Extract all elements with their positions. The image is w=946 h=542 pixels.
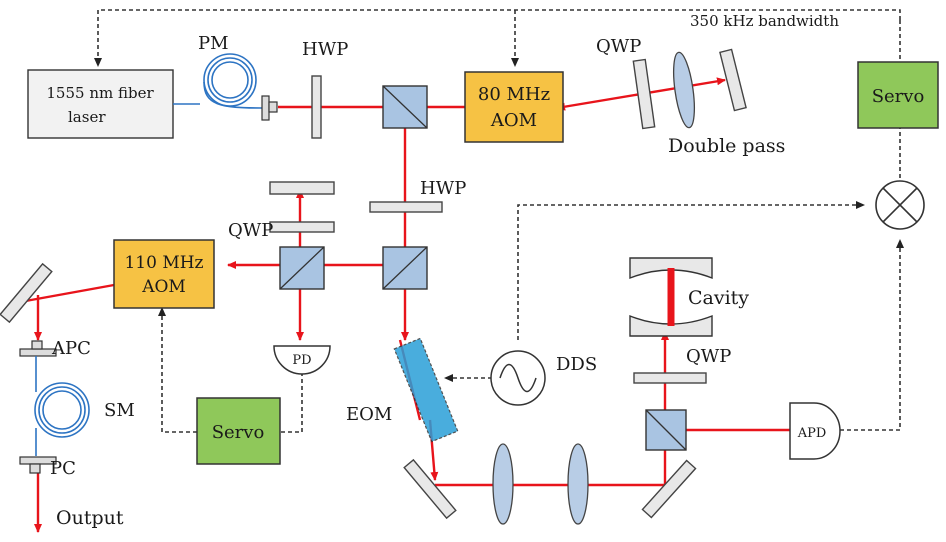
bottom-optics xyxy=(403,443,697,525)
sine-source-icon: DDS xyxy=(490,350,597,406)
qwp-cavity: QWP xyxy=(633,346,731,384)
servo-bottom-label: Servo xyxy=(212,422,265,443)
qwp-left-label: QWP xyxy=(228,220,273,241)
eom: EOM xyxy=(346,337,459,443)
pm-fiber: PM xyxy=(173,33,278,121)
aom-110mhz: 110 MHz AOM xyxy=(113,239,215,309)
aom80-label-line1: 80 MHz xyxy=(478,84,550,105)
fiber-laser: 1555 nm fiber laser xyxy=(27,69,174,139)
aom80-label-line2: AOM xyxy=(490,110,537,131)
hwp-top-label: HWP xyxy=(302,39,348,60)
retro-mirror xyxy=(269,181,335,195)
bandwidth-label: 350 kHz bandwidth xyxy=(690,12,839,30)
hwp-top: HWP xyxy=(302,39,348,139)
pbs-cube-cavity xyxy=(645,409,687,451)
mixer-icon xyxy=(875,180,925,230)
apd-label: APD xyxy=(797,426,827,441)
pd-label: PD xyxy=(292,353,311,368)
laser-label-line1: 1555 nm fiber xyxy=(46,84,154,102)
double-pass-optics: QWP Double pass xyxy=(596,36,785,157)
pm-label: PM xyxy=(198,33,229,54)
apd-detector: APD xyxy=(789,402,841,460)
qwp-top-label: QWP xyxy=(596,36,641,57)
output-label: Output xyxy=(56,507,124,529)
qwp-cavity-label: QWP xyxy=(686,346,731,367)
output-fiber: APC SM PC Output xyxy=(19,338,135,529)
sm-label: SM xyxy=(104,400,135,421)
pc-label: PC xyxy=(50,458,76,479)
photodiode-icon: PD xyxy=(273,345,331,375)
qwp-left: QWP xyxy=(228,220,335,241)
hwp-mid-label: HWP xyxy=(420,178,466,199)
double-pass-label: Double pass xyxy=(668,135,785,157)
pbs-cube-top xyxy=(382,85,428,129)
aom110-label-line1: 110 MHz xyxy=(124,253,203,273)
eom-label: EOM xyxy=(346,404,392,425)
apc-label: APC xyxy=(51,338,91,359)
cavity: Cavity xyxy=(629,257,749,337)
mirror-left xyxy=(0,262,53,324)
pbs-cube-mid xyxy=(382,246,428,290)
dds-label: DDS xyxy=(556,354,597,375)
servo-bottom: Servo xyxy=(196,397,281,465)
laser-label-line2: laser xyxy=(68,108,106,126)
servo-right: Servo xyxy=(857,61,939,129)
aom-80mhz: 80 MHz AOM xyxy=(464,71,564,143)
cavity-label: Cavity xyxy=(688,287,749,309)
aom110-label-line2: AOM xyxy=(141,277,186,297)
hwp-mid: HWP xyxy=(369,178,466,213)
servo-right-label: Servo xyxy=(872,86,925,107)
pbs-cube-left xyxy=(279,246,325,290)
